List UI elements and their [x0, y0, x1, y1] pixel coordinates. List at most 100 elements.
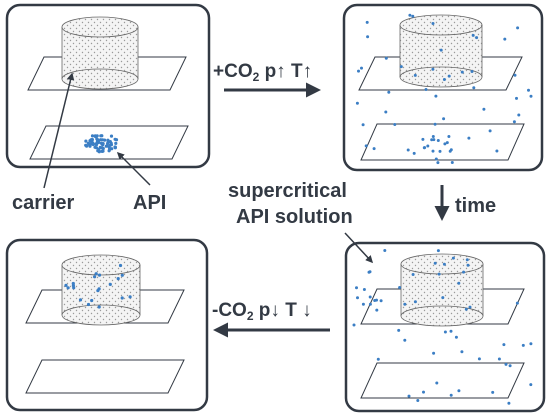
api-particle — [431, 67, 435, 71]
carrier-label: carrier — [12, 192, 75, 214]
api-particle — [368, 295, 372, 299]
api-particle — [372, 147, 376, 151]
api-particle — [527, 88, 530, 92]
api-particle — [367, 270, 371, 274]
api-particle — [407, 394, 411, 398]
api-particle — [109, 134, 114, 138]
api-particle — [460, 70, 464, 74]
api-particle — [97, 305, 101, 309]
api-particle — [513, 73, 517, 77]
api-particle — [460, 350, 464, 354]
api-particle — [355, 286, 358, 290]
api-particle — [99, 141, 103, 145]
carrier-cylinder — [399, 14, 483, 88]
solution-pointer — [344, 232, 374, 264]
api-particle — [447, 135, 451, 138]
api-particle — [457, 281, 461, 285]
api-particle — [66, 286, 70, 290]
api-particle — [95, 139, 99, 143]
api-particle — [448, 149, 452, 153]
api-particle — [529, 342, 533, 346]
api-particle — [432, 351, 436, 355]
api-particle — [437, 272, 441, 276]
carrier-cylinder — [61, 254, 141, 326]
api-particle — [449, 329, 453, 333]
api-particle — [503, 37, 507, 41]
api-particle — [465, 258, 469, 262]
api-particle — [445, 141, 449, 145]
time-label: time — [455, 195, 497, 217]
api-particle — [430, 138, 434, 142]
api-particle — [71, 284, 75, 288]
api-particle — [468, 305, 472, 309]
api-particle — [387, 90, 391, 94]
api-particle — [521, 343, 525, 347]
api-particle — [426, 144, 430, 148]
api-particle — [128, 295, 132, 299]
api-particle — [94, 146, 99, 150]
api-particle — [364, 144, 368, 148]
api-particle — [482, 107, 486, 111]
api-particle — [515, 96, 518, 100]
api-particle — [120, 273, 124, 277]
api-particle — [368, 302, 372, 306]
api-particle — [84, 139, 88, 143]
api-particle — [95, 134, 99, 138]
forward-co2: +CO — [213, 61, 253, 82]
api-particle — [504, 362, 508, 366]
api-particle — [491, 390, 495, 394]
api-particle — [376, 357, 380, 361]
api-particle — [412, 151, 416, 155]
api-particle — [416, 399, 420, 402]
api-particle — [91, 142, 95, 146]
api-particle — [393, 123, 397, 126]
api-particle — [436, 139, 440, 142]
forward-condition-label: +CO2 p↑ T↑ — [213, 62, 312, 83]
api-particle — [97, 147, 101, 151]
api-particle — [436, 161, 440, 165]
reverse-condition-label: -CO2 p↓ T ↓ — [212, 301, 312, 322]
reverse-temperature: T ↓ — [285, 300, 312, 321]
api-particle — [408, 13, 412, 17]
api-particle — [108, 143, 112, 147]
api-particle — [398, 286, 402, 289]
api-particle — [355, 101, 359, 105]
api-particle — [442, 262, 446, 266]
api-particle — [442, 78, 446, 81]
api-particle — [94, 143, 98, 147]
api-particle — [360, 66, 363, 70]
api-particle — [366, 35, 370, 39]
api-particle — [383, 249, 387, 252]
api-particle — [97, 273, 102, 277]
api-particle — [120, 296, 124, 300]
carrier-cylinder — [400, 253, 484, 327]
api-particle — [110, 147, 114, 151]
loaded-api-particles — [64, 263, 132, 309]
api-particle — [421, 137, 425, 141]
api-particle — [424, 88, 428, 91]
api-particle — [431, 149, 435, 153]
api-particle — [113, 146, 117, 150]
api-particle — [116, 277, 120, 281]
api-particle — [517, 113, 521, 117]
api-particle — [403, 302, 407, 306]
api-particle — [507, 401, 511, 405]
api-particle — [114, 141, 118, 145]
api-particle — [471, 33, 475, 37]
api-particle — [472, 86, 476, 90]
api-particle — [361, 302, 365, 306]
panel-initial — [27, 16, 189, 160]
api-particle — [356, 296, 359, 300]
api-cluster — [84, 134, 119, 154]
api-particle — [438, 149, 442, 153]
api-particle — [457, 389, 461, 393]
api-particle — [64, 283, 68, 287]
api-particle — [94, 272, 98, 276]
api-particle — [361, 123, 365, 127]
api-particle — [373, 299, 377, 302]
api-particle — [104, 144, 108, 148]
api-particle — [411, 273, 415, 276]
api-particle — [433, 261, 437, 265]
api-particle — [413, 300, 417, 304]
